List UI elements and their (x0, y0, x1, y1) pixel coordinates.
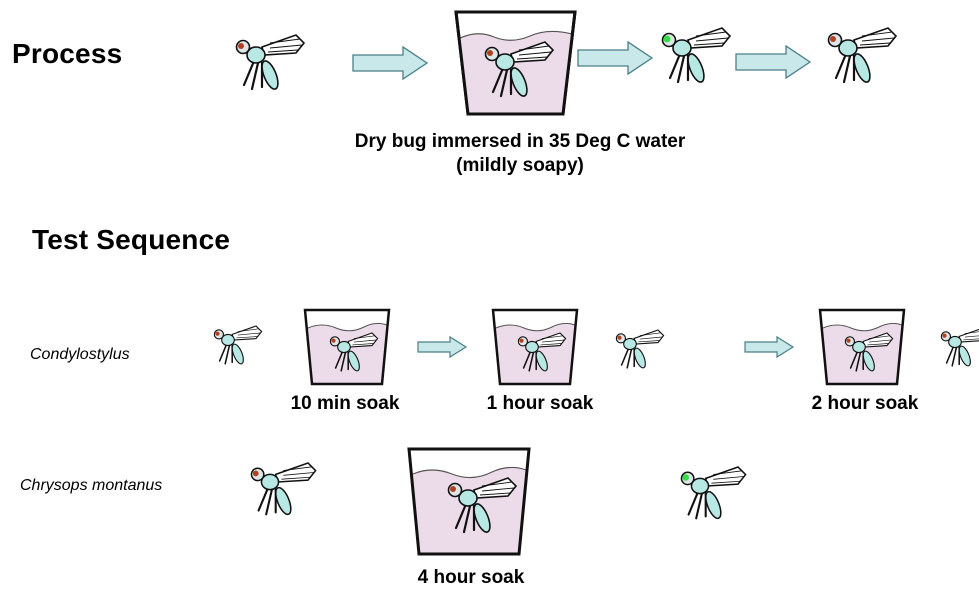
condylostylus-cup-1-hour (493, 310, 577, 384)
condylostylus-cup-2-hour (820, 310, 904, 384)
condylostylus-bug-end (941, 328, 979, 367)
process-dry-bug (237, 35, 305, 91)
process-result-bug (829, 28, 897, 84)
chrysops-cup-4-hour (409, 449, 529, 554)
condylostylus-bug-start (214, 326, 261, 365)
condylostylus-cup-10-min (305, 310, 389, 384)
condylostylus-bug-after-1-hour (616, 330, 663, 369)
chrysops-bug-end (681, 467, 745, 520)
process-water-cup (456, 12, 575, 114)
condylostylus-arrow-2 (745, 337, 793, 357)
process-arrow-3 (736, 46, 810, 78)
process-wet-bug (663, 28, 731, 84)
process-arrow-1 (353, 47, 427, 79)
process-arrow-2 (578, 42, 652, 74)
condylostylus-arrow-1 (418, 337, 466, 357)
chrysops-bug-start (251, 463, 315, 516)
